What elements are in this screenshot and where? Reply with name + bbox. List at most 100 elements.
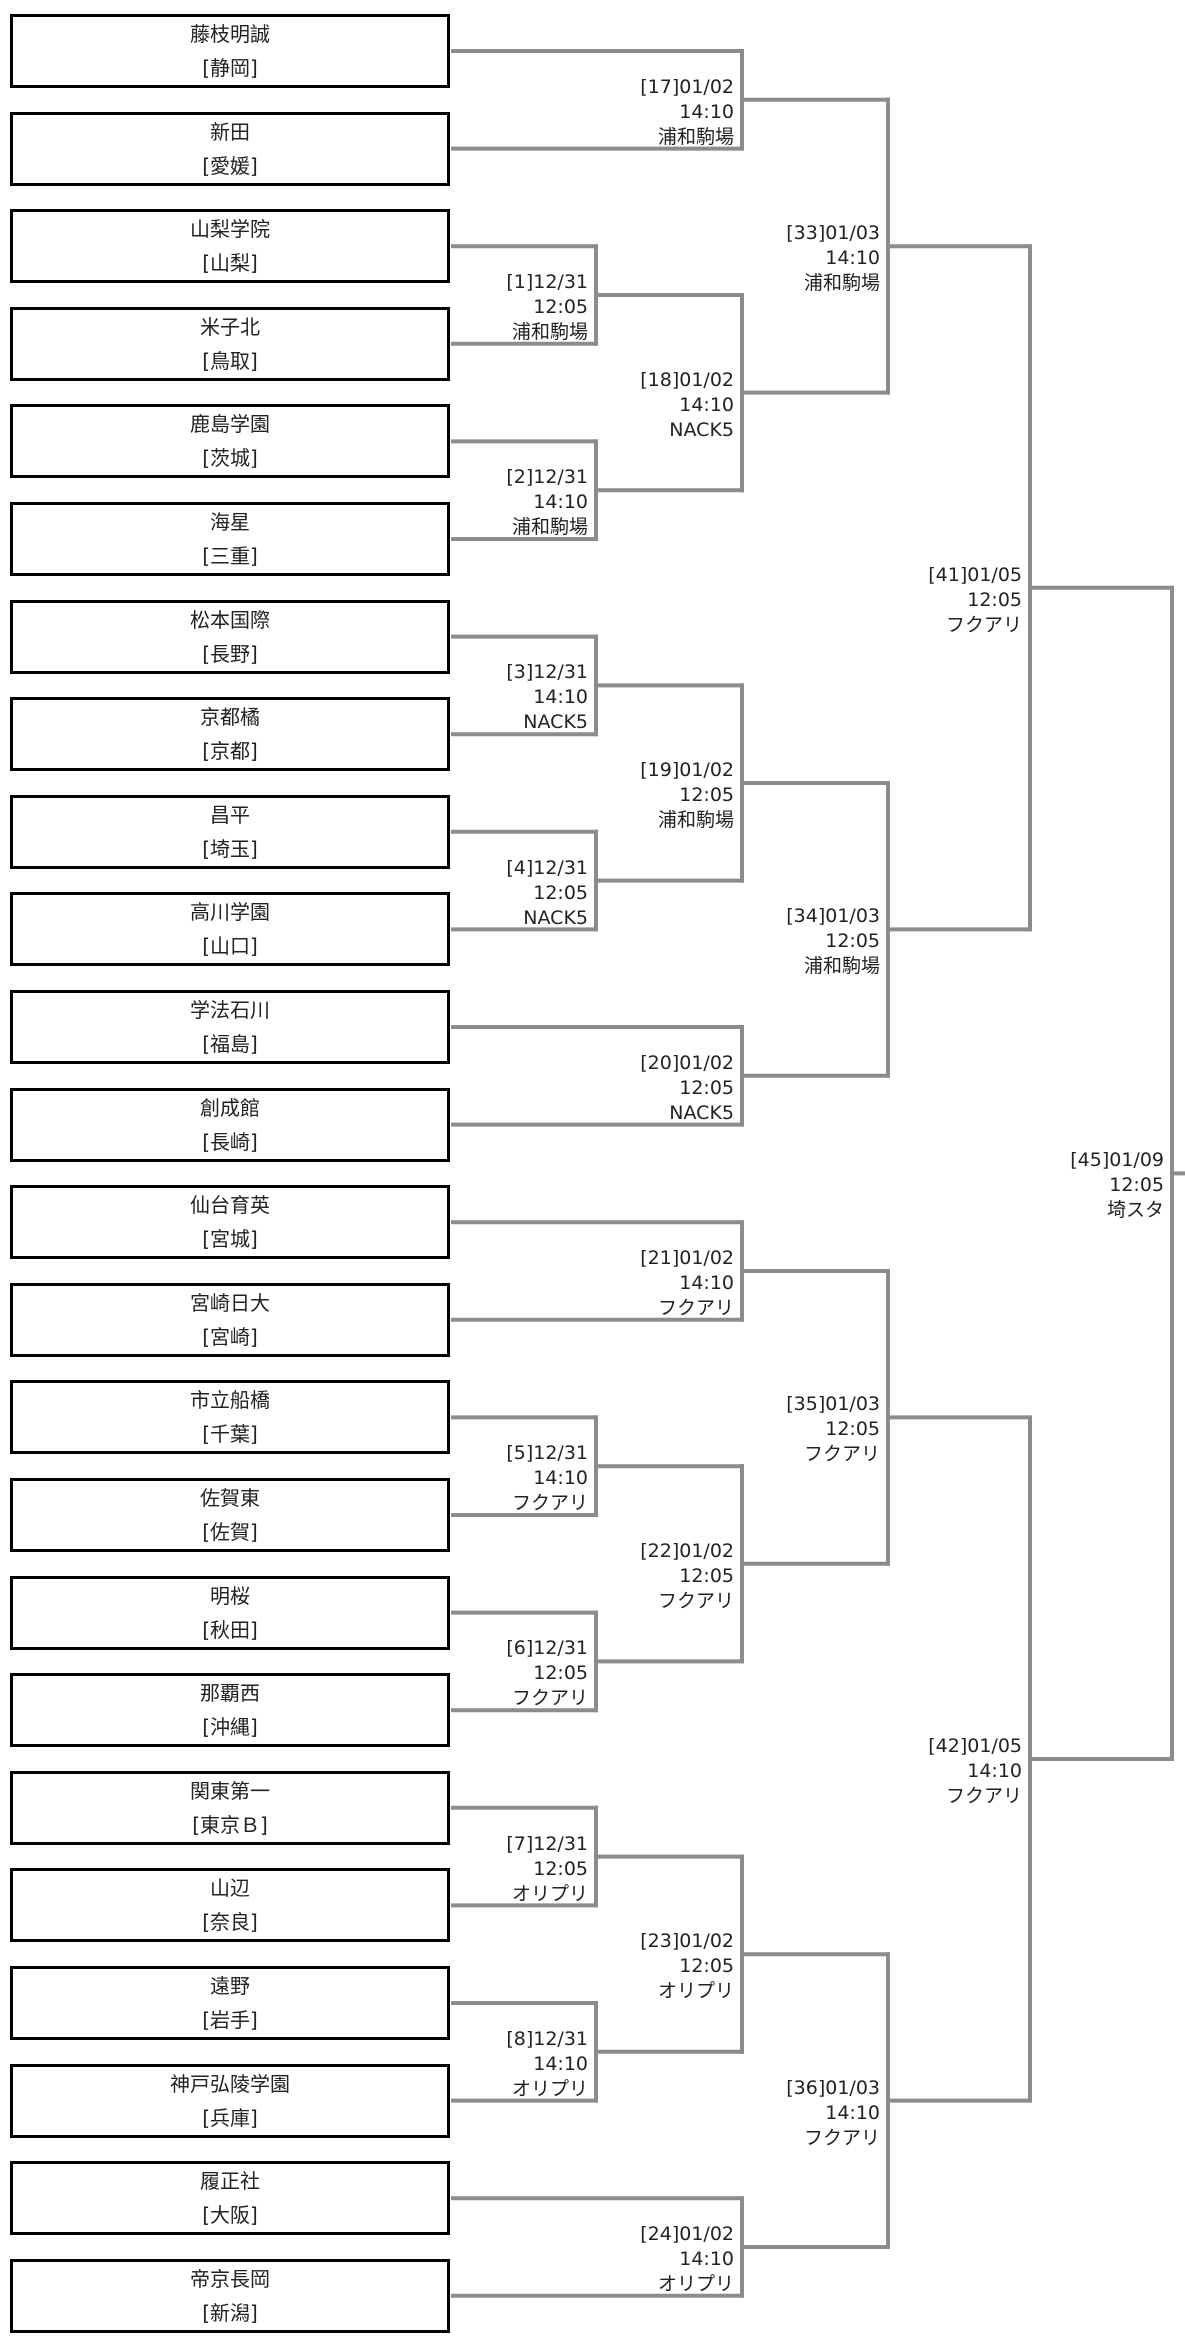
team-prefecture: [新潟] xyxy=(202,2300,258,2325)
match-venue: フクアリ xyxy=(803,2126,880,2149)
team-name: 藤枝明誠 xyxy=(190,22,270,46)
team-box: 那覇西 [沖縄] xyxy=(10,1673,450,1748)
match-venue: オリプリ xyxy=(511,1882,588,1905)
team-prefecture: [静岡] xyxy=(202,56,258,80)
team-prefecture: [茨城] xyxy=(202,446,258,471)
match-id: [17]01/02 xyxy=(640,75,734,98)
match-venue: 浦和駒場 xyxy=(511,516,588,539)
match-id: [6]12/31 xyxy=(506,1637,588,1660)
team-prefecture: [京都] xyxy=(202,739,258,764)
team-box: 履正社 [大阪] xyxy=(10,2161,450,2236)
match-time: 12:05 xyxy=(679,1564,734,1587)
team-box: 佐賀東 [佐賀] xyxy=(10,1478,450,1552)
team-name: 米子北 xyxy=(200,314,260,339)
match-venue: フクアリ xyxy=(657,1589,734,1612)
team-prefecture: [埼玉] xyxy=(202,836,258,861)
team-box: 帝京長岡[新潟] xyxy=(10,2258,450,2333)
match-venue: フクアリ xyxy=(511,1687,588,1710)
match-id: [36]01/03 xyxy=(786,2076,880,2099)
match-time: 14:10 xyxy=(679,100,734,123)
team-name: 神戸弘陵学園 xyxy=(170,2071,290,2096)
match-time: 14:10 xyxy=(533,686,588,709)
team-prefecture: [福島] xyxy=(202,1032,258,1056)
match-time: 12:05 xyxy=(533,1662,588,1685)
team-box: 神戸弘陵学園 [兵庫] xyxy=(10,2063,450,2138)
team-prefecture: [兵庫] xyxy=(202,2105,258,2130)
team-prefecture: [大阪] xyxy=(202,2203,258,2228)
team-box: 海星[三重] xyxy=(10,502,450,576)
match-venue: NACK5 xyxy=(669,1101,734,1124)
team-box: 市立船橋[千葉] xyxy=(10,1380,450,1455)
match-time: 12:05 xyxy=(967,588,1022,611)
team-prefecture: [鳥取] xyxy=(202,348,258,373)
match-id: [8]12/31 xyxy=(506,2027,588,2050)
match-venue: オリプリ xyxy=(657,1980,734,2003)
match-time: 12:05 xyxy=(679,1955,734,1978)
team-prefecture: [宮崎] xyxy=(202,1324,258,1349)
team-box: 山辺[奈良] xyxy=(10,1868,450,1943)
team-prefecture: [長野] xyxy=(202,641,258,666)
match-time: 12:05 xyxy=(1109,1174,1164,1197)
match-time: 12:05 xyxy=(825,930,880,953)
team-box: 山梨学院[山梨] xyxy=(10,209,450,284)
match-venue: 浦和駒場 xyxy=(511,321,588,343)
team-box: 昌平 [埼玉] xyxy=(10,794,450,869)
match-id: [19]01/02 xyxy=(640,759,734,781)
match-time: 12:05 xyxy=(679,784,734,806)
match-id: [1]12/31 xyxy=(506,271,588,293)
match-venue: 浦和駒場 xyxy=(657,809,734,831)
match-id: [21]01/02 xyxy=(640,1247,734,1269)
match-time: 14:10 xyxy=(825,2101,880,2124)
team-prefecture: [沖縄] xyxy=(202,1715,258,1740)
team-name: 山梨学院 xyxy=(190,217,270,242)
team-name: 鹿島学園 xyxy=(190,412,270,437)
team-name: 創成館 xyxy=(200,1095,260,1120)
team-box: 遠野[岩手] xyxy=(10,1966,450,2040)
match-id: [7]12/31 xyxy=(506,1832,588,1855)
match-id: [33]01/03 xyxy=(786,222,880,245)
match-time: 12:05 xyxy=(825,1418,880,1441)
team-box: 京都橘[京都] xyxy=(10,697,450,772)
team-box: 仙台育英[宮城] xyxy=(10,1185,450,1260)
team-prefecture: [宮城] xyxy=(202,1227,258,1252)
match-time: 14:10 xyxy=(679,1272,734,1294)
match-id: [3]12/31 xyxy=(506,661,588,684)
team-name: 松本国際 xyxy=(190,607,270,632)
team-box: 学法石川[福島] xyxy=(10,990,450,1064)
team-prefecture: [奈良] xyxy=(202,1910,258,1935)
team-prefecture: [長崎] xyxy=(202,1129,258,1154)
match-id: [22]01/02 xyxy=(640,1539,734,1562)
match-venue: オリプリ xyxy=(657,2273,734,2295)
team-name: 佐賀東 xyxy=(200,1486,260,1510)
match-venue: フクアリ xyxy=(945,1785,1022,1807)
team-name: 昌平 xyxy=(210,802,250,827)
match-id: [23]01/02 xyxy=(640,1930,734,1953)
team-name: 宮崎日大 xyxy=(190,1290,270,1315)
match-time: 12:05 xyxy=(533,881,588,904)
team-name: 履正社 xyxy=(200,2169,260,2194)
team-box: 鹿島学園 [茨城] xyxy=(10,404,450,479)
match-time: 14:10 xyxy=(533,491,588,514)
match-venue: NACK5 xyxy=(523,711,588,734)
match-time: 12:05 xyxy=(533,1857,588,1880)
team-name: 遠野 xyxy=(210,1974,250,1998)
team-name: 那覇西 xyxy=(200,1681,260,1706)
match-time: 12:05 xyxy=(679,1076,734,1099)
team-prefecture: [佐賀] xyxy=(202,1520,258,1544)
